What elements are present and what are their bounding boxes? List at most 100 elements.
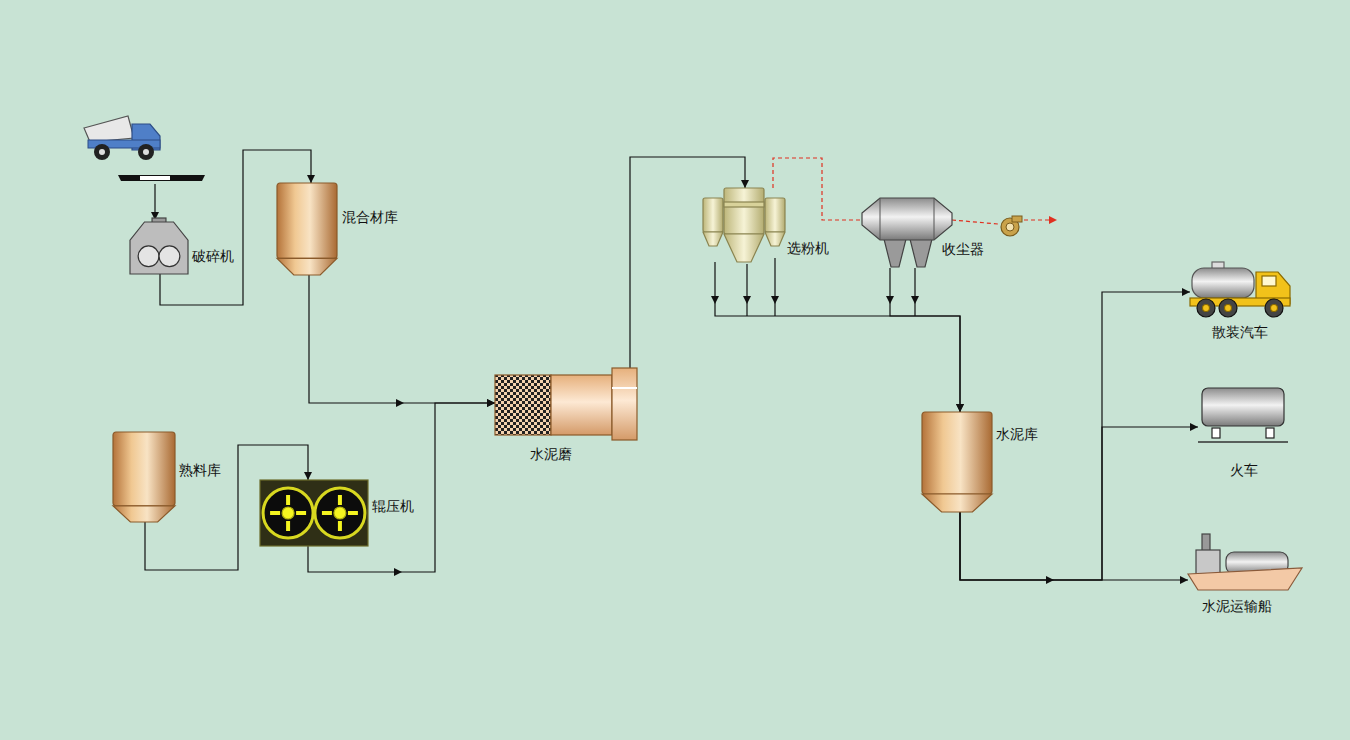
cement-ship-symbol: 水泥运输船 [1188,530,1302,592]
cyclone-body [765,198,785,232]
roller-spoke [348,511,358,515]
equipment-drawing [1198,388,1288,450]
flow-line [309,275,495,403]
truck-wheel [1265,299,1283,317]
silo-cone [922,494,992,512]
equipment-drawing [703,188,785,262]
collector-seam [880,198,881,240]
arrow-head [743,296,751,304]
equipment-label: 收尘器 [942,241,984,257]
flow-line [960,427,1198,580]
cyclone-body [703,198,723,232]
collector-seam [934,198,935,240]
equipment-label: 混合材库 [342,209,398,225]
rail-track [1198,441,1288,443]
arrow-head [911,296,919,304]
separator-symbol: 选粉机 [703,188,785,262]
truck-wheel [1197,299,1215,317]
ship-cabin [1196,550,1220,574]
flow-line [715,262,960,412]
mill-shell [551,375,612,435]
flow-line [960,292,1190,580]
equipment-label: 水泥运输船 [1202,598,1272,614]
wheel-hub [1203,305,1210,312]
roller-hub [334,507,346,519]
silo-symbol: 熟料库 [113,432,175,522]
silo-body [277,183,337,258]
crusher-rotor [159,246,180,267]
cyclone-cone [703,232,723,246]
equipment-drawing [130,222,188,274]
truck-hub [99,149,105,155]
equipment-drawing [277,183,337,275]
silo-body [113,432,175,506]
equipment-label: 散装汽车 [1212,324,1268,340]
equipment-label: 水泥磨 [530,446,572,462]
equipment-drawing [495,368,637,440]
equipment-drawing [260,480,368,546]
press-roller [263,488,313,538]
press-roller [315,488,365,538]
flow-line [960,512,1188,580]
roller-spoke [338,521,342,531]
wheel-hub [1271,305,1278,312]
ball-mill-symbol: 水泥磨 [495,368,637,440]
mill-grinding-chamber [495,375,551,435]
cab-window [1262,276,1276,286]
dust-collector-symbol: 收尘器 [862,195,952,268]
crusher-symbol: 破碎机 [130,222,188,274]
exhaust-line [1024,219,1050,220]
dump-truck [84,116,160,160]
equipment-drawing [113,432,175,522]
feed-line [154,184,155,214]
truck-wheel [138,144,154,160]
roller-spoke [286,495,290,505]
equipment-drawing [862,195,952,268]
ship-hull [1188,568,1302,590]
equipment-label: 熟料库 [179,462,221,478]
hopper-opening [140,176,170,180]
bogie [1212,428,1220,438]
crusher-rotor [138,246,159,267]
truck-tank [1192,268,1254,298]
equipment-label: 水泥库 [996,426,1038,442]
arrow-head [771,296,779,304]
silo-symbol: 混合材库 [277,183,337,275]
separator-band [724,202,764,207]
equipment-drawing [922,412,992,512]
truck-wheel [94,144,110,160]
roller-press-symbol: 辊压机 [260,480,368,546]
silo-symbol: 水泥库 [922,412,992,512]
discharge-line [774,258,775,316]
truck-bed [84,116,134,142]
fan-outlet [1012,216,1022,222]
rail-tanker-symbol: 火车 [1198,388,1288,450]
exhaust-fan [1001,216,1022,236]
truck-wheel [1219,299,1237,317]
roller-spoke [286,521,290,531]
equipment-label: 火车 [1230,462,1258,478]
mill-end-cap [612,368,637,440]
bogie [1266,428,1274,438]
equipment-drawing [1190,258,1292,318]
arrow-head [1049,216,1057,224]
collector-hopper [884,239,906,267]
separator-body [724,188,764,234]
equipment-drawing [1188,530,1302,592]
roller-spoke [338,495,342,505]
collector-hopper [910,239,932,267]
equipment-label: 选粉机 [787,240,829,256]
silo-cone [113,506,175,522]
collector-body [862,198,952,240]
fan-hub [1006,223,1014,231]
ship-funnel [1202,534,1210,552]
rail-tank [1202,388,1284,426]
equipment-label: 破碎机 [192,248,234,264]
cap-highlight [612,387,637,389]
roller-spoke [270,511,280,515]
flow-line [773,158,862,220]
wheel-hub [1225,305,1232,312]
cyclone-cone [765,232,785,246]
